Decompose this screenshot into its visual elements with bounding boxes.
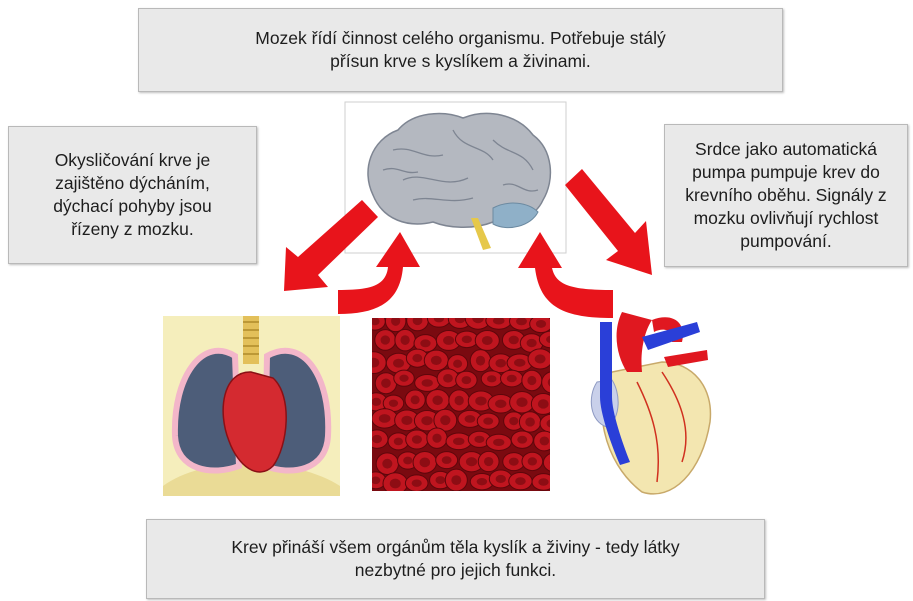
red-blood-cell-center xyxy=(527,339,537,347)
red-blood-cell-center xyxy=(493,439,504,446)
blood-info-text: Krev přináší všem orgánům těla kyslík a … xyxy=(231,536,679,582)
red-blood-cell-center xyxy=(432,434,441,443)
red-blood-cell-center xyxy=(517,436,527,444)
arrow-lungs-to-brain xyxy=(338,232,428,317)
red-blood-cell-center xyxy=(528,457,537,465)
red-blood-cell-center xyxy=(412,435,422,444)
red-blood-cell-center xyxy=(487,375,496,382)
red-blood-cell-center xyxy=(465,415,476,423)
red-blood-cell-center xyxy=(453,360,462,368)
red-blood-cell-center xyxy=(381,335,390,344)
red-blood-cell-center xyxy=(496,475,506,483)
lungs-illustration xyxy=(163,316,340,496)
red-blood-cell-center xyxy=(482,336,493,345)
red-blood-cell-center xyxy=(483,418,493,425)
heart-info-box: Srdce jako automatická pumpa pumpuje kre… xyxy=(664,124,908,267)
breathing-info-box: Okysličování krve je zajištěno dýcháním,… xyxy=(8,126,257,264)
red-blood-cell-center xyxy=(443,336,454,345)
red-blood-cell-center xyxy=(515,477,526,485)
red-blood-cell-center xyxy=(455,396,464,406)
red-blood-cell-center xyxy=(442,456,452,464)
red-blood-cell-center xyxy=(421,416,432,425)
red-blood-cell-center xyxy=(527,376,536,385)
red-blood-cell-center xyxy=(516,397,527,407)
red-blood-cell-center xyxy=(431,356,442,365)
red-blood-cell-center xyxy=(538,478,548,485)
red-blood-cell-center xyxy=(393,359,404,368)
brain-info-box: Mozek řídí činnost celého organismu. Pot… xyxy=(138,8,783,92)
red-blood-cell-center xyxy=(538,399,549,408)
red-blood-cell-center xyxy=(440,415,450,425)
red-blood-cell-center xyxy=(420,339,430,347)
red-blood-cell-center xyxy=(422,379,433,387)
red-blood-cell-center xyxy=(495,400,506,408)
red-blood-cell-center xyxy=(475,396,486,405)
red-blood-cell-center xyxy=(390,479,401,489)
red-blood-cell-center xyxy=(451,475,461,485)
red-blood-cell-center xyxy=(399,375,408,382)
red-blood-cell-center xyxy=(509,336,519,345)
red-blood-cell-center xyxy=(379,414,391,423)
red-blood-cell-center xyxy=(525,417,535,426)
heart-info-text: Srdce jako automatická pumpa pumpuje kre… xyxy=(685,138,886,253)
red-blood-cell-center xyxy=(443,374,453,383)
red-blood-cell-center xyxy=(507,375,517,382)
red-blood-cell-center xyxy=(412,354,422,362)
red-blood-cell-center xyxy=(540,437,550,446)
red-blood-cell-center xyxy=(477,478,487,485)
red-blood-cell-center xyxy=(509,417,518,425)
red-blood-cell-center xyxy=(403,457,412,465)
red-blood-cell-center xyxy=(536,320,546,328)
blood-info-box: Krev přináší všem orgánům těla kyslík a … xyxy=(146,519,765,599)
red-blood-cell-center xyxy=(466,457,477,466)
red-blood-cell-center xyxy=(535,354,546,363)
red-blood-cell-center xyxy=(420,457,431,467)
red-blood-cell-center xyxy=(514,359,525,367)
red-blood-cell-center xyxy=(432,395,442,405)
red-blood-cell-center xyxy=(401,416,412,425)
red-blood-cell-center xyxy=(509,458,519,466)
red-blood-cell-center xyxy=(372,435,382,443)
red-blood-cells-photo xyxy=(372,318,550,491)
red-blood-cell-center xyxy=(435,476,445,484)
red-blood-cell-center xyxy=(484,457,493,466)
red-blood-cell-center xyxy=(382,459,392,469)
red-blood-cell-center xyxy=(389,400,398,407)
red-blood-cell-center xyxy=(412,479,422,486)
red-blood-cell-center xyxy=(462,336,472,343)
red-blood-cell-center xyxy=(476,356,485,366)
red-blood-cell-center xyxy=(381,378,391,387)
red-blood-cell-center xyxy=(401,335,410,345)
red-blood-cell-center xyxy=(474,436,484,443)
red-blood-cell-center xyxy=(495,359,506,367)
red-blood-cell-center xyxy=(394,438,403,446)
red-blood-cell-center xyxy=(462,376,472,384)
breathing-info-text: Okysličování krve je zajištěno dýcháním,… xyxy=(53,149,212,241)
brain-info-text: Mozek řídí činnost celého organismu. Pot… xyxy=(255,27,665,73)
heart-illustration xyxy=(582,302,714,502)
red-blood-cell-center xyxy=(453,438,464,445)
red-blood-cell-center xyxy=(411,395,420,404)
